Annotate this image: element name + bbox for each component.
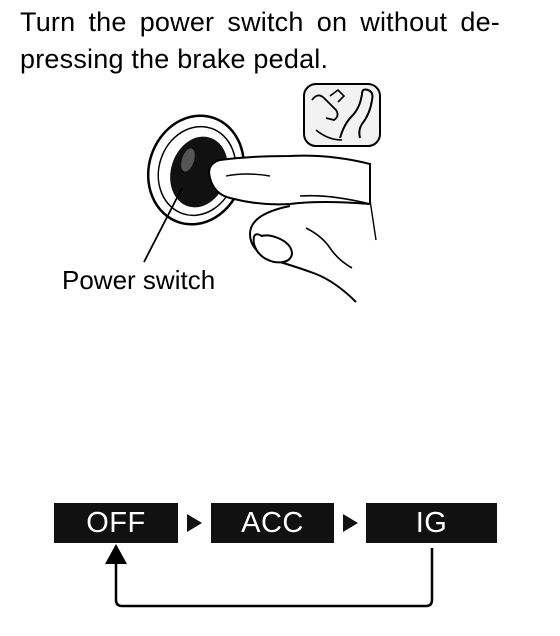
mode-acc-box: ACC bbox=[211, 503, 334, 543]
power-switch-button bbox=[146, 114, 246, 226]
hand-finger bbox=[208, 154, 377, 303]
right-triangle-arrow-icon bbox=[343, 514, 358, 532]
foot-off-brake-pedal-icon bbox=[303, 83, 381, 147]
callout-leader-line bbox=[143, 187, 183, 263]
instruction-line-2: pressing the brake pedal. bbox=[20, 44, 329, 74]
instruction-text: Turn the power switch on without de- pre… bbox=[20, 4, 500, 78]
return-arrowhead bbox=[105, 544, 127, 564]
instruction-line-1: Turn the power switch on without de- bbox=[20, 7, 500, 37]
power-mode-sequence: OFF ACC IG bbox=[54, 503, 498, 543]
mode-off-box: OFF bbox=[54, 503, 178, 543]
right-triangle-arrow-icon bbox=[187, 514, 202, 532]
mode-ig-box: IG bbox=[366, 503, 497, 543]
return-arrow-icon bbox=[114, 548, 434, 608]
power-switch-label: Power switch bbox=[62, 265, 216, 295]
